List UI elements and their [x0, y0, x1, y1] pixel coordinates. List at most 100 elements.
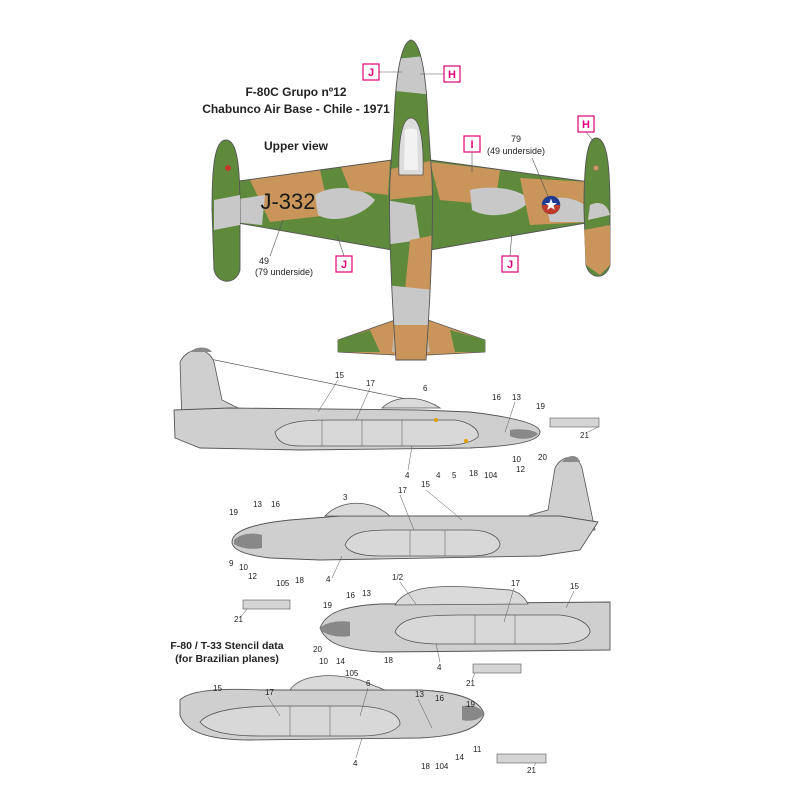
- right-tip-tank-grey: [588, 203, 610, 220]
- callout-s1-13: 13: [512, 393, 521, 402]
- side2-tip-tank: [344, 529, 501, 557]
- callout-s2-13: 13: [253, 500, 262, 509]
- marker-h-tip-label: H: [582, 119, 590, 131]
- callout-s4-13: 13: [415, 690, 424, 699]
- side1-stencil-strip: [549, 417, 600, 428]
- side1-antenna-wire: [204, 357, 437, 406]
- callout-s2-21: 21: [234, 615, 243, 624]
- side1-nose: [510, 429, 538, 439]
- side2-fin-tip: [562, 456, 580, 462]
- marker-i-wing-label: I: [470, 139, 473, 151]
- side4-stencil-strip: [496, 753, 547, 764]
- tail-camo-left: [338, 330, 380, 352]
- callout-s3-20: 20: [313, 645, 322, 654]
- callout-s4-19: 19: [466, 700, 475, 709]
- marker-h-tip: H: [577, 115, 595, 143]
- callout-s1-19: 19: [536, 402, 545, 411]
- callout-s3-17: 17: [511, 579, 520, 588]
- stencil-title-line1: F-80 / T-33 Stencil data: [170, 640, 283, 652]
- side-view-1: [173, 347, 600, 451]
- callout-s4-4: 4: [353, 759, 358, 768]
- title-line1: F-80C Grupo nº12: [245, 85, 346, 99]
- callout-s2-9: 9: [229, 559, 234, 568]
- marker-j-left: J: [335, 234, 353, 273]
- callout-s2-18: 18: [295, 576, 304, 585]
- wing-note-right-bottom: (49 underside): [487, 146, 545, 156]
- callout-s4-6: 6: [366, 679, 371, 688]
- callout-s4-15: 15: [213, 684, 222, 693]
- side3-stencil-strip: [472, 663, 522, 674]
- wing-note-left-leader: [269, 219, 284, 257]
- callout-s3-16: 16: [346, 591, 355, 600]
- callout-s3-19: 19: [323, 601, 332, 610]
- stencil-title-line2: (for Brazilian planes): [175, 653, 279, 665]
- marker-j-right-label: J: [507, 259, 513, 271]
- left-tip-light: [225, 165, 231, 171]
- callout-s2-15: 15: [421, 480, 430, 489]
- callout-s1-17: 17: [366, 379, 375, 388]
- side1-fin-tip: [190, 347, 212, 352]
- callout-s1-12: 12: [516, 465, 525, 474]
- canopy-glare: [404, 128, 418, 170]
- callout-s3-1-2: 1/2: [392, 573, 404, 582]
- marker-h-nose-label: H: [448, 69, 456, 81]
- side3-tip-tank: [394, 614, 591, 645]
- callout-s3-18: 18: [384, 656, 393, 665]
- callout-s2-10: 10: [239, 563, 248, 572]
- wing-note-right-top: 79: [511, 134, 521, 144]
- callout-s4-18: 18: [421, 762, 430, 771]
- side4-nose: [462, 705, 484, 721]
- marker-j-left-label: J: [341, 259, 347, 271]
- callout-s1-4b: 4: [436, 471, 441, 480]
- callout-s1-18: 18: [469, 469, 478, 478]
- wing-note-left-top: 49: [259, 256, 269, 266]
- side-view-2: [231, 456, 599, 610]
- side2-canopy: [324, 502, 392, 517]
- callout-s2-17: 17: [398, 486, 407, 495]
- marker-j-nose: J: [362, 63, 402, 81]
- callout-s1-4a: 4: [405, 471, 410, 480]
- callout-s4-14: 14: [455, 753, 464, 762]
- callout-s2-105: 105: [276, 579, 290, 588]
- callout-s2-16: 16: [271, 500, 280, 509]
- callout-s1-10: 10: [512, 455, 521, 464]
- title-line2: Chabunco Air Base - Chile - 1971: [202, 102, 390, 116]
- callout-s3-10: 10: [319, 657, 328, 666]
- callout-s4-104: 104: [435, 762, 449, 771]
- callout-s3-105: 105: [345, 669, 359, 678]
- marker-i-wing: I: [463, 135, 481, 172]
- callout-s3-14: 14: [336, 657, 345, 666]
- callout-s4-17: 17: [265, 688, 274, 697]
- callout-s3-4: 4: [437, 663, 442, 672]
- callout-s3-15: 15: [570, 582, 579, 591]
- callout-s1-21: 21: [580, 431, 589, 440]
- callout-s4-16: 16: [435, 694, 444, 703]
- callout-s1-20: 20: [538, 453, 547, 462]
- wing-note-left-bottom: (79 underside): [255, 267, 313, 277]
- fuselage-outline: [389, 39, 433, 361]
- callout-s2-4: 4: [326, 575, 331, 584]
- tail-camo-right: [450, 330, 485, 352]
- wing-note-right-leader: [531, 157, 549, 197]
- callout-s2-12: 12: [248, 572, 257, 581]
- marker-j-nose-label: J: [368, 67, 374, 79]
- callout-s2-19: 19: [229, 508, 238, 517]
- callout-s1-6: 6: [423, 384, 428, 393]
- marker-j-right: J: [501, 231, 519, 273]
- side4-tip-tank: [199, 705, 401, 737]
- left-tip-tank-grey: [214, 195, 240, 230]
- chile-roundel: [541, 195, 561, 215]
- side1-tip-tank: [274, 419, 479, 447]
- callout-s3-13: 13: [362, 589, 371, 598]
- callout-s1-15: 15: [335, 371, 344, 380]
- side-view-4: [179, 675, 547, 764]
- side3-nose: [320, 621, 350, 637]
- right-tip-light: [592, 164, 600, 172]
- right-tip-tank-tan: [584, 225, 610, 275]
- callout-s2-3: 3: [343, 493, 348, 502]
- side4-canopy: [289, 675, 386, 691]
- callout-s4-21: 21: [527, 766, 536, 775]
- wing-serial: J-332: [260, 189, 315, 214]
